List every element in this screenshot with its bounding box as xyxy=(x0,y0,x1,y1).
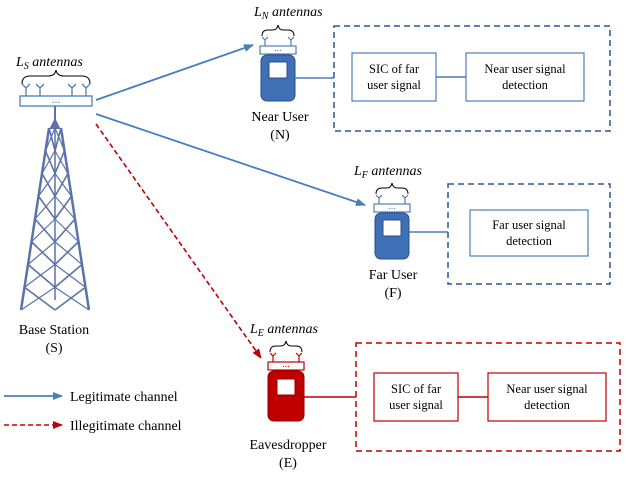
eavesdropper-antenna-label: LE antennas xyxy=(249,322,319,339)
eavesdropper-dots: ... xyxy=(282,359,290,370)
far-user-antenna-icon xyxy=(373,194,411,213)
far-user-brace xyxy=(375,182,409,195)
near-user-block-detection xyxy=(465,52,585,102)
near-user-short: (N) xyxy=(270,128,290,143)
legend-legit-label: Legitimate channel xyxy=(70,390,178,405)
near-user-name: Near User xyxy=(251,110,308,125)
legend: Legitimate channel Illegitimate channel xyxy=(4,390,182,434)
far-user-screen xyxy=(382,219,402,237)
legend-illegit-label: Illegitimate channel xyxy=(70,419,182,434)
eavesdropper-screen xyxy=(276,378,296,396)
base-station-short: (S) xyxy=(45,341,62,356)
far-user-antenna-label: LF antennas xyxy=(353,164,423,181)
eavesdropper-block-sic xyxy=(373,372,459,422)
eavesdropper: LE antennas ... Eavesdropper (E) SIC of … xyxy=(249,322,621,471)
near-user-dots: ... xyxy=(274,43,282,54)
eavesdropper-receiver-box xyxy=(355,342,621,452)
far-user-short: (F) xyxy=(384,286,401,301)
eavesdropper-brace xyxy=(269,340,303,353)
far-user-receiver-box xyxy=(447,183,611,285)
illegit-channel-arrow-eavesdropper xyxy=(95,123,262,359)
base-station: LS antennas ... Base Station (S) xyxy=(15,55,93,356)
base-station-name: Base Station xyxy=(19,323,89,338)
tower-icon xyxy=(19,106,91,311)
eavesdropper-antenna-icon xyxy=(267,352,305,371)
far-user-dots: ... xyxy=(388,201,396,212)
far-user-block-detection xyxy=(469,209,589,257)
near-user: LN antennas ... Near User (N) SIC of far… xyxy=(251,5,611,143)
near-user-screen xyxy=(268,61,288,79)
near-user-antenna-label: LN antennas xyxy=(253,5,323,22)
legit-channel-arrow-far xyxy=(95,113,366,206)
near-user-brace xyxy=(261,24,295,37)
legit-channel-arrow-near xyxy=(95,44,254,101)
near-user-antenna-icon xyxy=(259,36,297,55)
base-station-antenna-label: LS antennas xyxy=(15,55,83,72)
near-user-block-sic xyxy=(351,52,437,102)
eavesdropper-short: (E) xyxy=(279,456,297,471)
far-user: LF antennas ... Far User (F) Far user si… xyxy=(353,164,611,301)
base-station-dots: ... xyxy=(52,92,61,106)
eavesdropper-block-detection xyxy=(487,372,607,422)
far-user-name: Far User xyxy=(369,268,418,283)
base-station-brace xyxy=(21,69,91,85)
eavesdropper-name: Eavesdropper xyxy=(250,438,327,453)
